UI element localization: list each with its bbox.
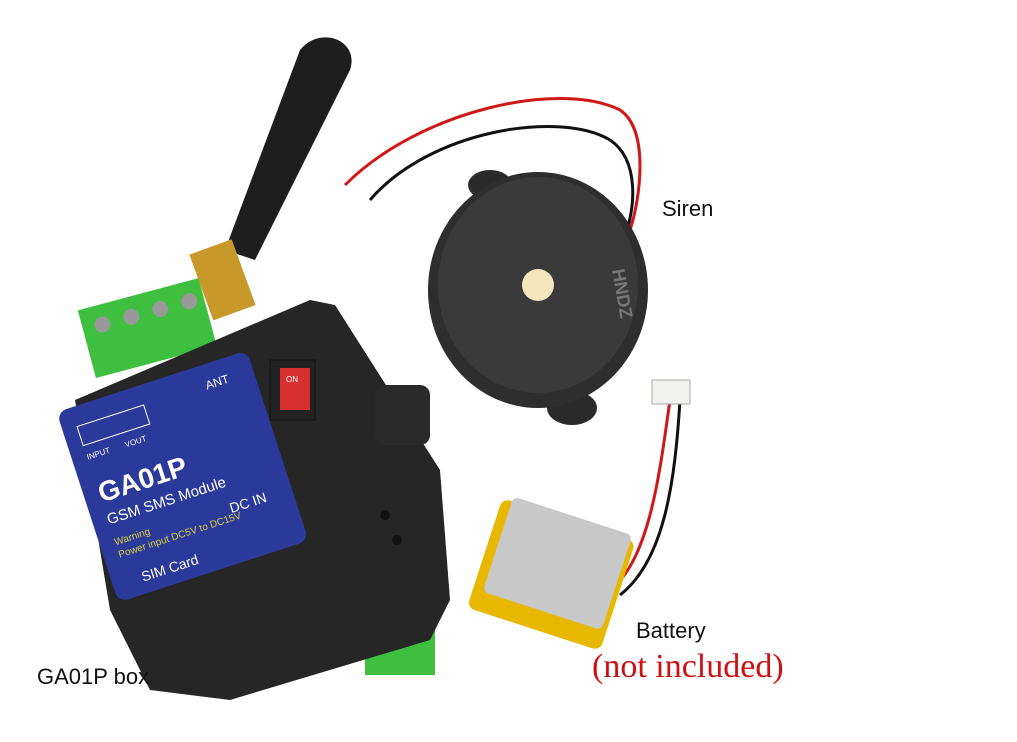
ga01p-box: ON GA01P GSM SMS Module Warning Power in… — [59, 300, 450, 700]
top-terminal-block — [77, 278, 217, 379]
box-label: GA01P box — [37, 664, 150, 689]
siren-red-wire — [343, 97, 642, 231]
antenna — [189, 37, 352, 321]
svg-text:ON: ON — [286, 375, 298, 384]
siren-black-wire — [368, 125, 635, 236]
battery-connector — [651, 379, 691, 405]
siren: HNDZ — [428, 170, 648, 425]
battery — [469, 498, 634, 649]
device-label — [59, 353, 307, 600]
battery-not-included-note: (not included) — [592, 648, 784, 685]
siren-label: Siren — [662, 196, 714, 221]
battery-label: Battery — [636, 618, 706, 643]
